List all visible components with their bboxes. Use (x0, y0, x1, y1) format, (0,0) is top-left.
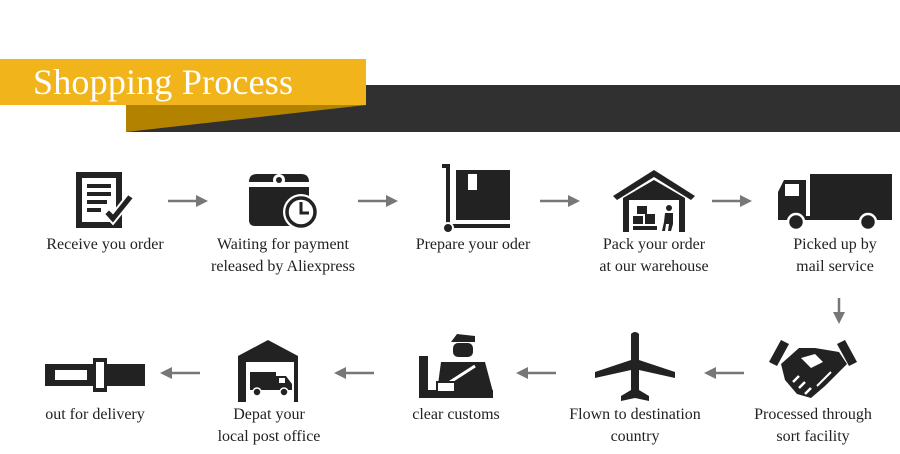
arrow-left-icon (334, 367, 374, 379)
step-sort-facility: Processed through sort facility (718, 338, 900, 448)
airplane-icon (595, 332, 675, 401)
step-label: Processed through (754, 406, 872, 423)
hand-truck-box-icon (442, 164, 510, 234)
step-clear-customs: clear customs (361, 332, 551, 426)
step-label: Waiting for payment (216, 236, 349, 253)
step-out-for-delivery: out for delivery (0, 338, 190, 426)
post-office-truck-icon (238, 340, 298, 402)
step-label: Depat your (233, 406, 305, 423)
arrow-right-icon (168, 195, 208, 207)
step-label: at our warehouse (599, 258, 709, 275)
arrow-left-icon (516, 367, 556, 379)
step-flown: Flown to destination country (540, 332, 730, 448)
step-label: Prepare your oder (415, 236, 531, 253)
arrow-left-icon (704, 367, 744, 379)
arrow-right-icon (358, 195, 398, 207)
step-label: sort facility (776, 428, 850, 445)
arrow-right-icon (540, 195, 580, 207)
step-label: Picked up by (793, 236, 877, 253)
wallet-clock-icon (249, 174, 319, 230)
truck-icon (778, 174, 892, 232)
step-label: released by Aliexpress (211, 258, 355, 275)
step-waiting-payment: Waiting for payment released by Aliexpre… (188, 168, 378, 278)
step-label: clear customs (412, 406, 500, 423)
step-receive-order: Receive you order (10, 168, 200, 256)
title-banner-accent (0, 59, 366, 105)
handshake-icon (769, 340, 857, 398)
step-label: Pack your order (602, 236, 706, 253)
step-post-office: Depat your local post office (174, 338, 364, 448)
delivery-belt-icon (45, 358, 145, 392)
step-label: out for delivery (45, 406, 145, 423)
step-prepare-order: Prepare your oder (378, 162, 568, 256)
arrow-right-icon (712, 195, 752, 207)
step-picked-up: Picked up by mail service (738, 168, 900, 278)
step-pack-warehouse: Pack your order at our warehouse (559, 168, 749, 278)
step-label: local post office (217, 428, 321, 445)
step-label: mail service (796, 258, 874, 275)
step-label: Flown to destination (569, 406, 701, 423)
step-label: country (610, 428, 660, 445)
page-title: Shopping Process (33, 62, 294, 102)
warehouse-icon (613, 170, 695, 232)
order-form-check-icon (76, 172, 136, 228)
step-label: Receive you order (46, 236, 164, 253)
arrow-left-icon (160, 367, 200, 379)
customs-officer-icon (419, 334, 493, 398)
arrow-down-icon (833, 298, 845, 324)
